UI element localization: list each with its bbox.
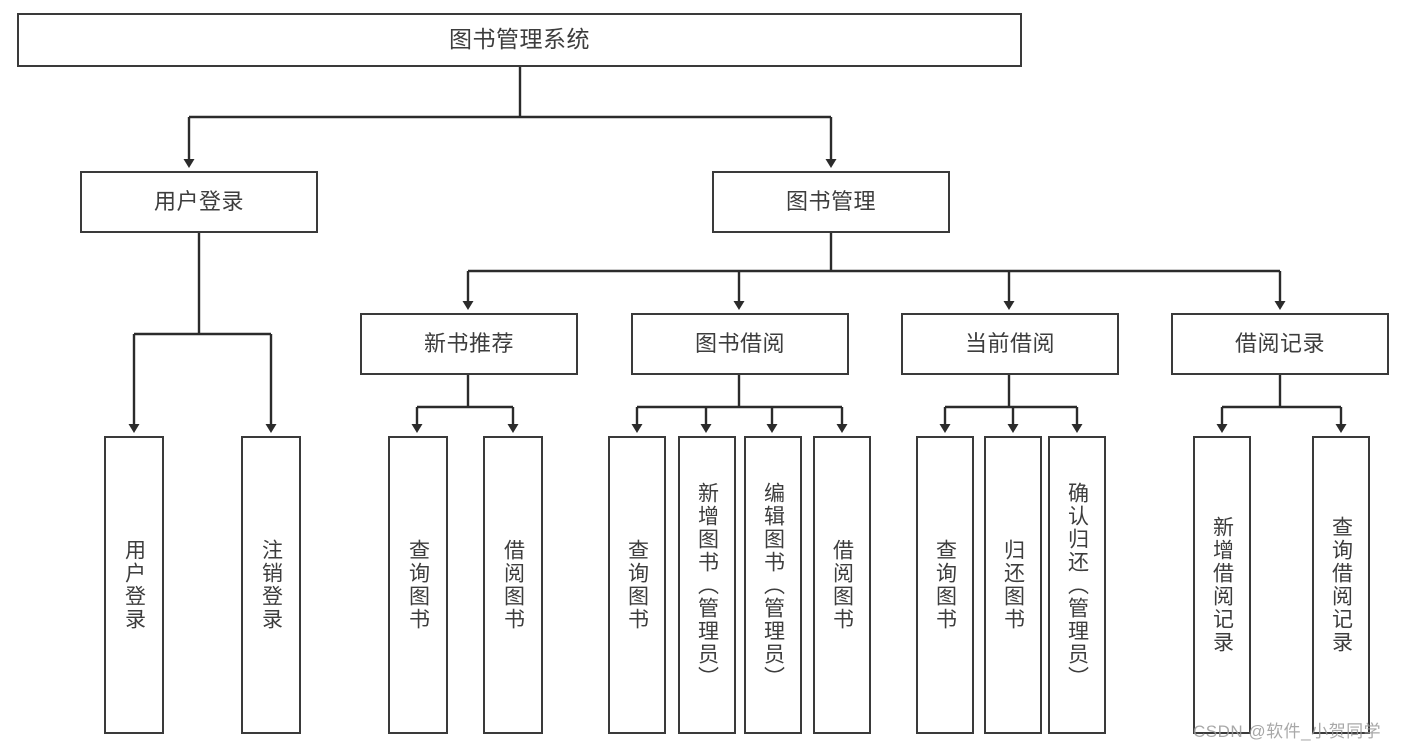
node-book-borrow-label: 图书借阅 <box>694 331 785 357</box>
node-leaf-query-book-3-label: 查询图书 <box>933 539 957 631</box>
node-leaf-query-record-label: 查询借阅记录 <box>1329 516 1353 654</box>
node-borrow-record-label: 借阅记录 <box>1234 331 1325 357</box>
node-borrow-record[interactable]: 借阅记录 <box>1171 313 1389 375</box>
node-leaf-query-book-3[interactable]: 查询图书 <box>916 436 974 734</box>
node-leaf-logout[interactable]: 注销登录 <box>241 436 301 734</box>
node-book-mgmt-label: 图书管理 <box>785 189 876 215</box>
node-user-login-label: 用户登录 <box>153 189 244 215</box>
node-leaf-confirm-return[interactable]: 确认归还（管理员） <box>1048 436 1106 734</box>
node-leaf-return-book[interactable]: 归还图书 <box>984 436 1042 734</box>
node-new-book-rec[interactable]: 新书推荐 <box>360 313 578 375</box>
node-current-borrow-label: 当前借阅 <box>964 331 1055 357</box>
node-leaf-query-book-1-label: 查询图书 <box>406 539 430 631</box>
node-leaf-borrow-book-1-label: 借阅图书 <box>501 539 525 631</box>
node-leaf-query-record[interactable]: 查询借阅记录 <box>1312 436 1370 734</box>
node-leaf-add-record[interactable]: 新增借阅记录 <box>1193 436 1251 734</box>
node-leaf-borrow-book-2-label: 借阅图书 <box>830 539 854 631</box>
node-leaf-user-login[interactable]: 用户登录 <box>104 436 164 734</box>
csdn-watermark: CSDN @软件_小贺同学 <box>1193 722 1382 741</box>
node-leaf-return-book-label: 归还图书 <box>1001 539 1025 631</box>
node-leaf-add-record-label: 新增借阅记录 <box>1210 516 1234 654</box>
node-leaf-borrow-book-1[interactable]: 借阅图书 <box>483 436 543 734</box>
node-book-borrow[interactable]: 图书借阅 <box>631 313 849 375</box>
node-user-login[interactable]: 用户登录 <box>80 171 318 233</box>
node-leaf-user-login-label: 用户登录 <box>122 539 146 631</box>
node-leaf-add-book-label: 新增图书（管理员） <box>695 481 719 689</box>
node-new-book-rec-label: 新书推荐 <box>423 331 514 357</box>
node-book-mgmt[interactable]: 图书管理 <box>712 171 950 233</box>
node-leaf-query-book-1[interactable]: 查询图书 <box>388 436 448 734</box>
node-leaf-query-book-2-label: 查询图书 <box>625 539 649 631</box>
node-leaf-logout-label: 注销登录 <box>259 539 283 631</box>
node-leaf-add-book[interactable]: 新增图书（管理员） <box>678 436 736 734</box>
node-leaf-edit-book[interactable]: 编辑图书（管理员） <box>744 436 802 734</box>
node-leaf-query-book-2[interactable]: 查询图书 <box>608 436 666 734</box>
node-root[interactable]: 图书管理系统 <box>17 13 1022 67</box>
node-leaf-confirm-return-label: 确认归还（管理员） <box>1065 481 1089 689</box>
node-root-label: 图书管理系统 <box>449 26 590 53</box>
node-leaf-borrow-book-2[interactable]: 借阅图书 <box>813 436 871 734</box>
node-current-borrow[interactable]: 当前借阅 <box>901 313 1119 375</box>
node-leaf-edit-book-label: 编辑图书（管理员） <box>761 481 785 689</box>
